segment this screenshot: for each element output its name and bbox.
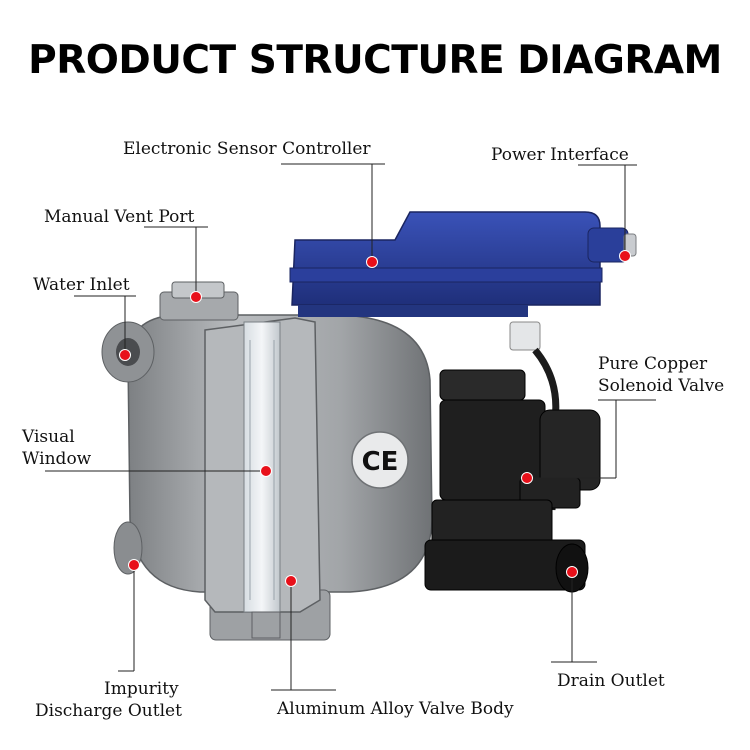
label-pure-copper: Pure Copper (598, 354, 708, 374)
label-window: Window (22, 449, 92, 469)
page-title: PRODUCT STRUCTURE DIAGRAM (28, 38, 722, 83)
label-water-inlet: Water Inlet (33, 275, 130, 295)
label-electronic-sensor-controller: Electronic Sensor Controller (123, 139, 371, 159)
label-visual: Visual (22, 427, 75, 447)
label-power-interface: Power Interface (491, 145, 629, 165)
label-discharge-outlet: Discharge Outlet (35, 701, 182, 721)
marker-dots (119, 250, 631, 587)
marker-aluminum-body (285, 575, 297, 587)
visual-window-flange (204, 317, 321, 639)
marker-electronic-sensor-controller (366, 256, 378, 268)
solenoid-valve (424, 347, 601, 593)
label-drain-outlet: Drain Outlet (557, 671, 665, 691)
marker-drain-outlet (566, 566, 578, 578)
ce-mark-text: CE (362, 447, 399, 477)
marker-manual-vent-port (190, 291, 202, 303)
electronic-sensor-controller (289, 211, 637, 351)
ce-mark: CE (351, 431, 409, 489)
leader-lines (45, 163, 656, 691)
marker-impurity-discharge (128, 559, 140, 571)
marker-water-inlet (119, 349, 131, 361)
marker-power-interface (619, 250, 631, 262)
label-aluminum-alloy-valve-body: Aluminum Alloy Valve Body (277, 699, 514, 719)
label-impurity: Impurity (104, 679, 179, 699)
label-manual-vent-port: Manual Vent Port (44, 207, 195, 227)
marker-solenoid-valve (521, 472, 533, 484)
label-solenoid-valve: Solenoid Valve (598, 376, 725, 396)
marker-visual-window (260, 465, 272, 477)
